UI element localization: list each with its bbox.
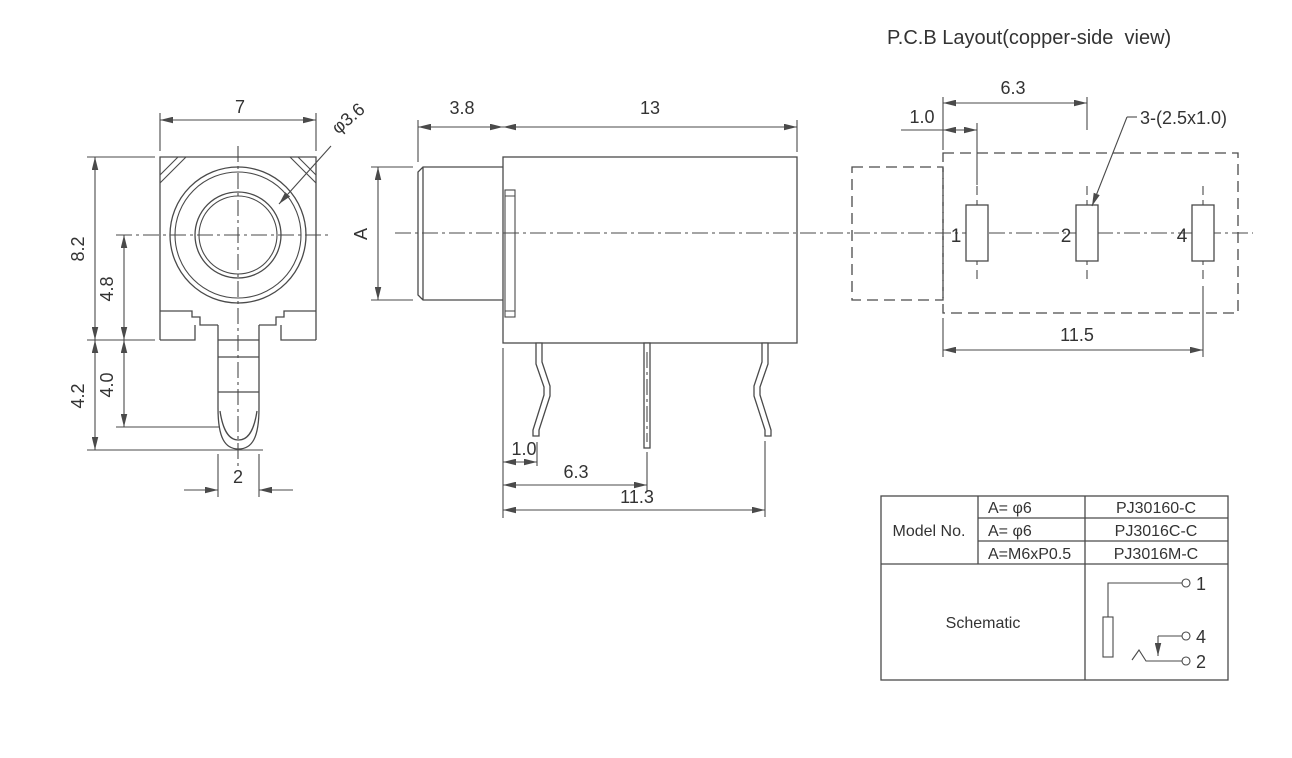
schematic-pin1-wire <box>1107 582 1182 617</box>
page-title: P.C.B Layout(copper-side view) <box>887 27 1171 49</box>
side-pin4-bent-leg <box>753 342 772 437</box>
front-peg-width-dim: 2 <box>233 467 243 487</box>
schematic-pin2-label: 2 <box>1196 652 1206 672</box>
table-row3-model: PJ3016M-C <box>1114 546 1198 563</box>
pcb-pad-1 <box>965 204 989 262</box>
side-view: 3.8 13 A 1.0 6.3 11.3 <box>351 98 1253 518</box>
schematic-pin1-label: 1 <box>1196 574 1206 594</box>
pcb-layout: 1 2 4 6.3 1.0 11.5 3-(2.5x1.0) <box>851 78 1239 357</box>
side-pin1-offset-dim: 1.0 <box>511 439 536 459</box>
front-width-ext-lines <box>159 113 317 151</box>
front-bottom-steps <box>160 310 316 341</box>
front-peg-length-dim: 4.0 <box>97 372 117 397</box>
table-schematic-label: Schematic <box>946 615 1021 632</box>
schematic-terminal-2 <box>1181 656 1191 666</box>
side-flange-ticks <box>505 195 515 312</box>
pcb-pitch-dim: 6.3 <box>1000 78 1025 98</box>
table-row3-variant: A=M6xP0.5 <box>988 546 1071 563</box>
side-bushing-dim: 3.8 <box>449 98 474 118</box>
side-barrel-dia-dim: A <box>351 228 371 240</box>
side-pin2-straight-leg <box>643 342 651 449</box>
table-grid-lines <box>881 496 1228 680</box>
front-tip-dim: 4.2 <box>68 383 88 408</box>
pcb-bushing-footprint <box>851 166 944 301</box>
front-height-ext-lines <box>87 156 155 341</box>
table-outer-border <box>880 495 1229 681</box>
pcb-pad4-label: 4 <box>1177 226 1188 247</box>
side-body-outline <box>502 156 798 344</box>
schematic-pin4-label: 4 <box>1196 627 1206 647</box>
pcb-pad-2 <box>1075 204 1099 262</box>
table-model-label: Model No. <box>893 523 966 540</box>
front-corner-chamfers <box>159 156 317 184</box>
pcb-pitch-ext-lines <box>942 97 1088 150</box>
schematic-pin2-wire-tip-spring <box>1131 649 1182 662</box>
schematic: 1 4 2 <box>1102 574 1206 672</box>
side-pin1-bent-leg <box>532 342 551 437</box>
pcb-pad1-label: 1 <box>951 226 962 247</box>
front-hole-leader-line <box>278 145 332 205</box>
spec-table: Model No. A= φ6 PJ30160-C A= φ6 PJ3016C-… <box>880 495 1229 681</box>
table-row1-variant: A= φ6 <box>988 500 1032 517</box>
schematic-sleeve-contact <box>1102 616 1114 658</box>
table-row2-variant: A= φ6 <box>988 523 1032 540</box>
pcb-pad2-label: 2 <box>1061 226 1072 247</box>
pcb-pad-note-leader-arrow <box>1091 116 1128 207</box>
front-hole-dia-dim: φ3.6 <box>328 99 369 138</box>
table-row1-model: PJ30160-C <box>1116 500 1196 517</box>
front-center-dim: 4.8 <box>97 276 117 301</box>
front-height-dim: 8.2 <box>68 236 88 261</box>
front-view: 7 φ3.6 8.2 4.8 4.2 4.0 2 <box>68 97 369 497</box>
schematic-terminal-4 <box>1181 631 1191 641</box>
front-width-dim: 7 <box>235 97 245 117</box>
side-pin2-offset-dim: 6.3 <box>563 462 588 482</box>
pcb-offset-dim: 1.0 <box>909 107 934 127</box>
schematic-terminal-1 <box>1181 578 1191 588</box>
pcb-span-dim: 11.5 <box>1060 325 1094 345</box>
side-body-dim: 13 <box>640 98 660 118</box>
pcb-span-ext-lines <box>942 286 1204 357</box>
pcb-pad-note: 3-(2.5x1.0) <box>1140 108 1227 128</box>
pcb-body-footprint <box>942 152 1239 314</box>
side-flange-strip <box>504 189 516 318</box>
table-row2-model: PJ3016C-C <box>1115 523 1198 540</box>
side-pin4-offset-dim: 11.3 <box>620 487 654 507</box>
pcb-pad-4 <box>1191 204 1215 262</box>
